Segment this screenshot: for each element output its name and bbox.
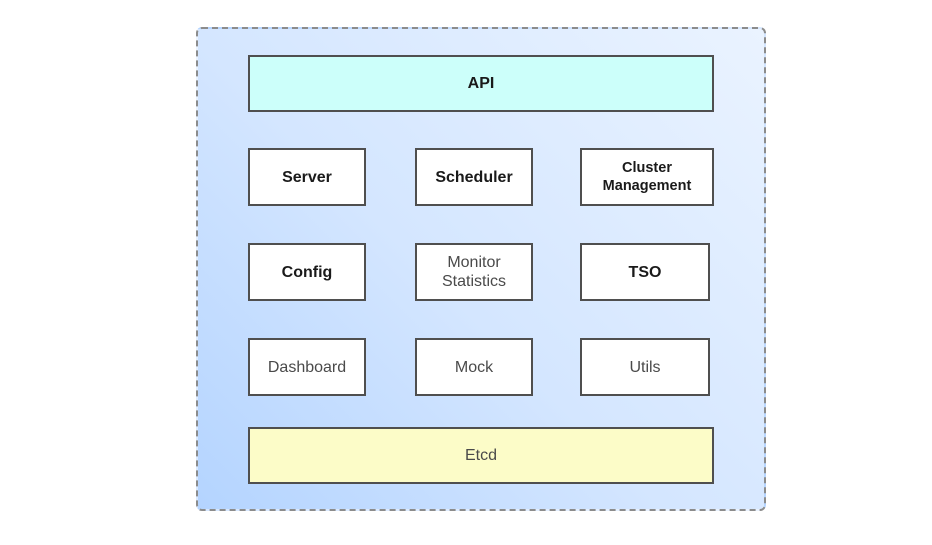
dashboard-module-box: Dashboard xyxy=(248,338,366,396)
scheduler-module-box: Scheduler xyxy=(415,148,533,206)
tso-module-box: TSO xyxy=(580,243,710,301)
monitor-statistics-module-box: Monitor Statistics xyxy=(415,243,533,301)
api-layer-box: API xyxy=(248,55,714,112)
config-module-box: Config xyxy=(248,243,366,301)
etcd-layer-box: Etcd xyxy=(248,427,714,484)
server-module-box: Server xyxy=(248,148,366,206)
mock-module-box: Mock xyxy=(415,338,533,396)
utils-module-box: Utils xyxy=(580,338,710,396)
cluster-management-module-box: Cluster Management xyxy=(580,148,714,206)
